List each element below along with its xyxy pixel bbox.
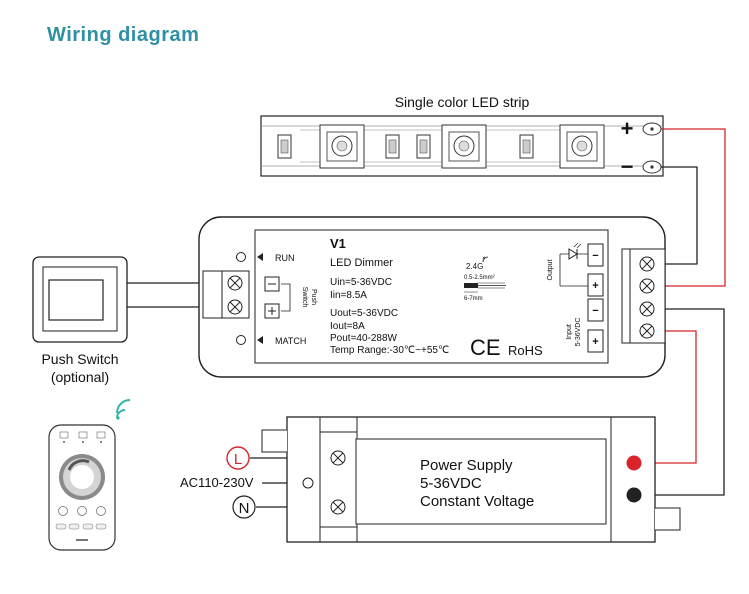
- psu-voltage: 5-36VDC: [420, 475, 482, 492]
- spec-uout: Uout=5-36VDC: [330, 308, 398, 319]
- strip-plus-sign: +: [621, 116, 634, 141]
- psu-title: Power Supply: [420, 457, 513, 474]
- resistor: [385, 134, 400, 159]
- dimmer-name: LED Dimmer: [330, 257, 393, 269]
- live-marker: [226, 446, 250, 470]
- output-input-terminal: [621, 248, 666, 344]
- psu-negative-terminal: [626, 487, 642, 503]
- push-switch-label-2: Switch: [301, 287, 308, 308]
- psu-positive-terminal: [626, 455, 642, 471]
- ac-voltage-label: AC110-230V: [180, 475, 254, 490]
- input-label: Input: [566, 324, 573, 340]
- wire-spec: 0.5-2.5mm²: [464, 275, 495, 281]
- run-indicator: [236, 252, 246, 262]
- wire-strip-positive: [661, 128, 726, 287]
- led-dimmer: RUN MATCH Push Switch V1 LED Dimmer Uin=…: [198, 216, 666, 378]
- resistor: [277, 134, 292, 159]
- push-switch: [32, 256, 128, 343]
- match-label: MATCH: [275, 336, 306, 346]
- live-label: L: [234, 451, 242, 468]
- psu-type: Constant Voltage: [420, 493, 534, 510]
- led-chip: [319, 124, 365, 169]
- page-title: Wiring diagram: [47, 24, 200, 46]
- ce-mark: CE: [470, 335, 501, 360]
- remote-control: [48, 424, 116, 551]
- spec-pout: Pout=40-288W: [330, 333, 398, 344]
- rohs-mark: RoHS: [508, 343, 543, 358]
- led-chip: [441, 124, 487, 169]
- push-switch-label-1: Push: [310, 289, 317, 305]
- dimmer-model: V1: [330, 236, 346, 251]
- power-supply: [261, 416, 681, 543]
- neutral-marker: [232, 495, 256, 519]
- resistor: [519, 134, 534, 159]
- wire-strip-negative: [661, 166, 698, 265]
- spec-uin: Uin=5-36VDC: [330, 277, 392, 288]
- match-indicator: [236, 335, 246, 345]
- push-switch-terminal: [202, 270, 250, 319]
- strip-spec: 6-7mm: [464, 296, 483, 302]
- wire-input-positive: [642, 330, 697, 464]
- run-label: RUN: [275, 253, 295, 263]
- spec-iout: Iout=8A: [330, 321, 365, 332]
- input-minus: −: [592, 305, 598, 317]
- resistor: [416, 134, 431, 159]
- led-chip: [559, 124, 605, 169]
- spec-iin: Iin=8.5A: [330, 290, 367, 301]
- rf-wave-icon: [482, 256, 489, 263]
- output-label: Output: [547, 259, 554, 280]
- rf-label: 2.4G: [466, 262, 483, 271]
- wire-strip-icon: [464, 282, 506, 293]
- push-switch-optional: (optional): [51, 369, 109, 385]
- output-minus: −: [592, 250, 598, 262]
- wire-input-negative: [642, 308, 725, 496]
- output-plus: +: [592, 280, 598, 292]
- neutral-label: N: [239, 500, 250, 517]
- input-plus: +: [592, 336, 598, 348]
- led-strip-label: Single color LED strip: [395, 94, 530, 110]
- led-strip: [260, 115, 664, 177]
- strip-minus-sign: −: [621, 154, 634, 179]
- input-voltage-label: 5-36VDC: [575, 318, 582, 347]
- push-switch-title: Push Switch: [41, 351, 118, 367]
- led-symbol-icon: [559, 242, 588, 287]
- spec-temp: Temp Range:-30℃~+55℃: [330, 345, 449, 356]
- wifi-icon: [116, 399, 131, 420]
